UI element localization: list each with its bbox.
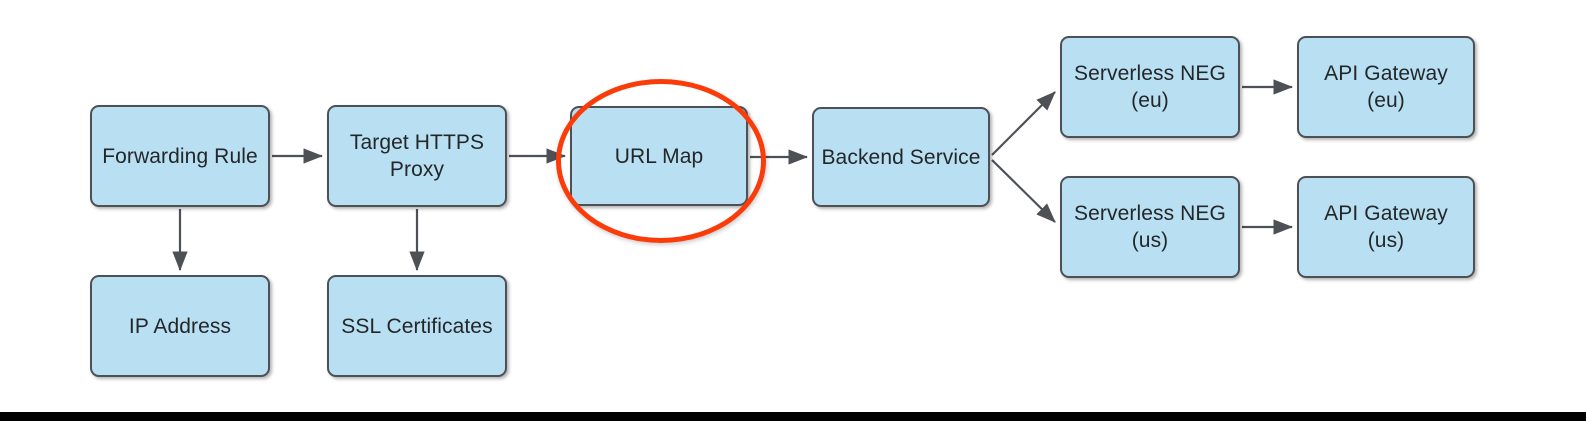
node-api-gateway-us[interactable]: API Gateway (us) — [1297, 176, 1475, 278]
node-url-map[interactable]: URL Map — [570, 106, 748, 206]
node-backend-service[interactable]: Backend Service — [812, 107, 990, 207]
node-ip-address[interactable]: IP Address — [90, 275, 270, 377]
node-serverless-neg-eu[interactable]: Serverless NEG (eu) — [1060, 36, 1240, 138]
node-label: SSL Certificates — [341, 314, 493, 338]
connector-backend-service-to-serverless-neg-us — [991, 159, 1056, 223]
node-label: URL Map — [614, 144, 704, 168]
node-label: Target HTTPS Proxy — [349, 131, 485, 181]
bottom-edge-bar — [0, 412, 1586, 421]
node-label: Serverless NEG (eu) — [1074, 62, 1226, 112]
node-target-https-proxy[interactable]: Target HTTPS Proxy — [327, 105, 507, 207]
node-label: Forwarding Rule — [102, 144, 258, 168]
node-serverless-neg-us[interactable]: Serverless NEG (us) — [1060, 176, 1240, 278]
node-label: API Gateway (us) — [1324, 202, 1448, 252]
node-ssl-certificates[interactable]: SSL Certificates — [327, 275, 507, 377]
node-label: API Gateway (eu) — [1324, 62, 1448, 112]
node-label: IP Address — [128, 314, 232, 338]
connector-backend-service-to-serverless-neg-eu — [991, 91, 1056, 156]
node-label: Serverless NEG (us) — [1074, 202, 1226, 252]
node-label: Backend Service — [821, 145, 981, 169]
node-api-gateway-eu[interactable]: API Gateway (eu) — [1297, 36, 1475, 138]
node-forwarding-rule[interactable]: Forwarding Rule — [90, 105, 270, 207]
